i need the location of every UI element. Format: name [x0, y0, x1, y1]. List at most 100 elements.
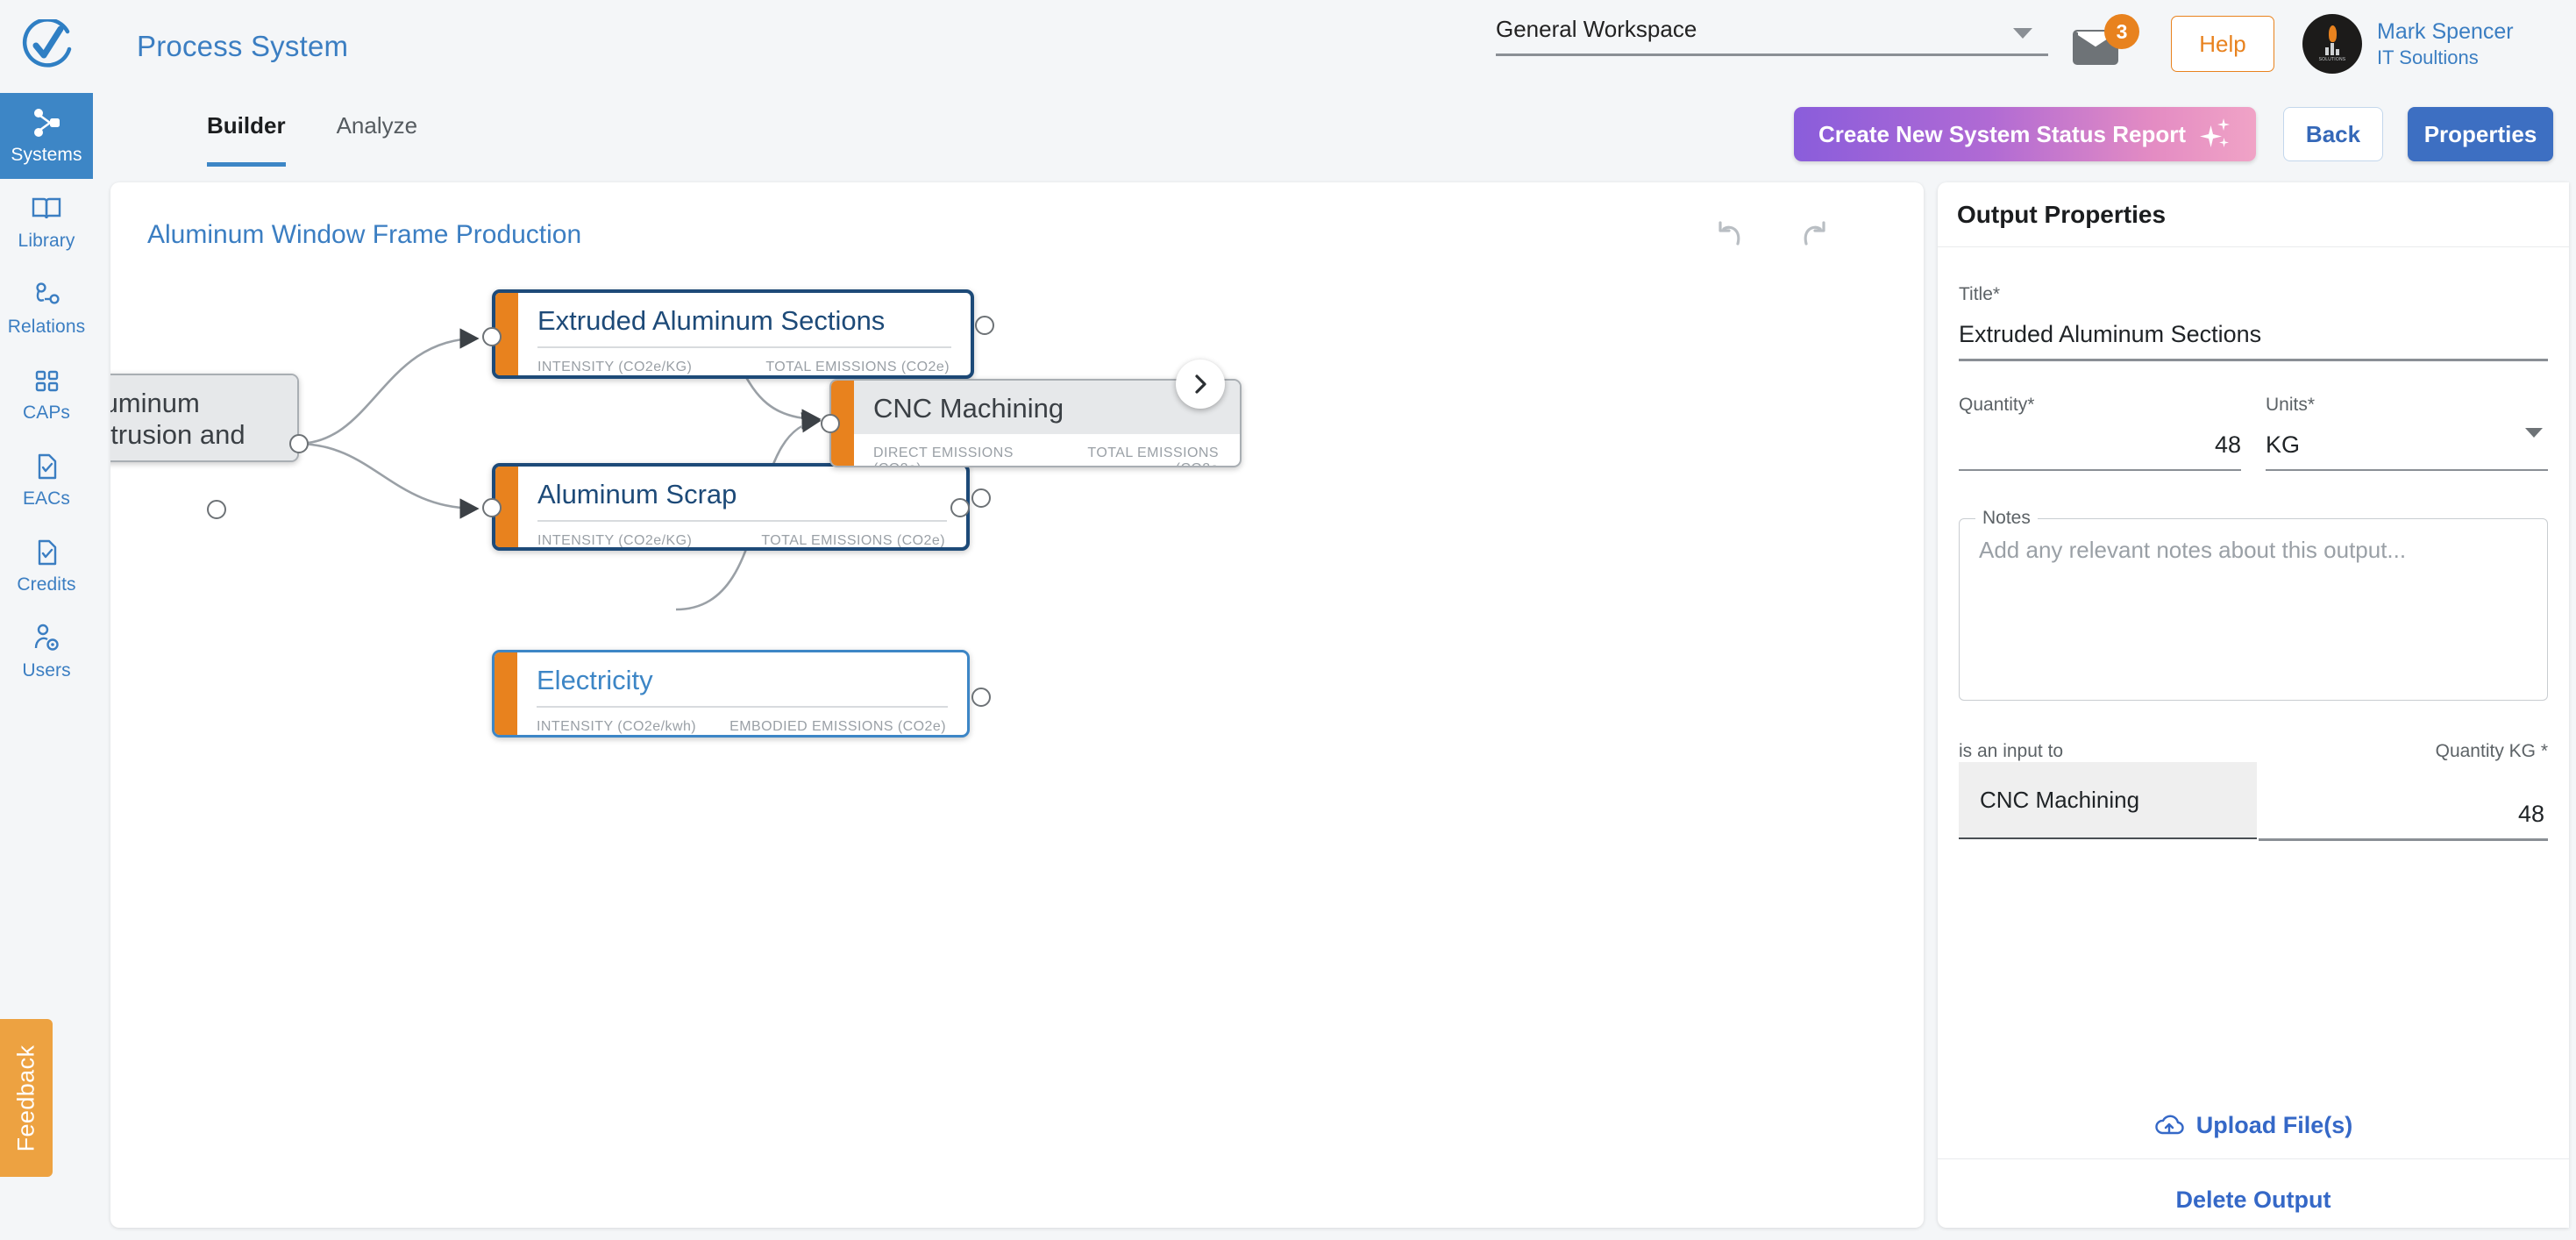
port-cnc-in[interactable] — [821, 414, 840, 433]
sidebar-item-label: EACs — [22, 488, 71, 509]
tab-analyze[interactable]: Analyze — [337, 112, 418, 167]
sidebar-item-systems[interactable]: Systems — [0, 93, 93, 179]
input-to-value[interactable]: CNC Machining — [1959, 762, 2257, 837]
port-scrap-out[interactable] — [971, 488, 991, 508]
create-report-label: Create New System Status Report — [1818, 120, 2187, 147]
title-input-value[interactable]: Extruded Aluminum Sections — [1959, 321, 2262, 347]
node-title: CNC Machining — [854, 381, 1240, 434]
divider — [537, 346, 951, 348]
title-field[interactable]: Title* Extruded Aluminum Sections — [1959, 284, 2548, 361]
quantity-underline — [1959, 468, 2241, 471]
redo-icon[interactable] — [1792, 217, 1832, 253]
user-menu[interactable]: SOLUTIONS Mark Spencer IT Soultions — [2302, 14, 2514, 74]
sidebar-item-users[interactable]: Users — [0, 609, 93, 695]
node-metric-value: 4.51 — [537, 377, 588, 380]
port-cnc-bottom[interactable] — [950, 498, 970, 517]
port-extruded-in[interactable] — [482, 327, 502, 346]
node-title: Aluminum Extrusion and Cu... — [110, 375, 297, 460]
node-title: Aluminum Scrap — [537, 479, 737, 510]
units-field[interactable]: Units* KG — [2266, 394, 2548, 471]
book-icon — [32, 197, 61, 219]
title-underline — [1959, 359, 2548, 361]
sidebar-item-eacs[interactable]: EACs — [0, 437, 93, 523]
quantity-label-text: Quantity — [1959, 394, 2028, 415]
port-electricity-out[interactable] — [971, 688, 991, 707]
upload-label: Upload File(s) — [2195, 1112, 2353, 1138]
avatar: SOLUTIONS — [2302, 14, 2362, 74]
sidebar-item-credits[interactable]: Credits — [0, 523, 93, 609]
panel-header: Output Properties — [1938, 182, 2569, 247]
node-title: Electricity — [537, 665, 653, 695]
port-scrap-in[interactable] — [482, 498, 502, 517]
tab-bar: Builder Analyze — [207, 112, 417, 167]
port-extrusion-bottom[interactable] — [207, 500, 226, 519]
qty-kg-field[interactable]: Quantity KG * 48 — [2259, 741, 2548, 841]
help-button[interactable]: Help — [2171, 16, 2274, 72]
workspace-select[interactable]: General Workspace — [1496, 16, 2048, 56]
sidebar-item-label: Library — [18, 231, 75, 251]
qty-kg-underline — [2259, 838, 2548, 841]
tab-builder[interactable]: Builder — [207, 112, 286, 167]
node-metric-value: 0.0138 — [537, 737, 617, 738]
sidebar-item-caps[interactable]: CAPs — [0, 351, 93, 437]
avatar-caption: SOLUTIONS — [2318, 57, 2346, 62]
edge-extrusion-to-extruded — [296, 328, 480, 445]
tab-label: Builder — [207, 112, 286, 139]
qty-kg-value[interactable]: 48 — [2517, 801, 2544, 827]
node-extruded-aluminum-sections[interactable]: Extruded Aluminum Sections INTENSITY (CO… — [492, 289, 974, 379]
node-cnc-machining[interactable]: CNC Machining DIRECT EMISSIONS (CO2e) 0k… — [829, 379, 1242, 467]
app-logo[interactable] — [0, 0, 93, 93]
app-header: Process System General Workspace 3 Help … — [93, 0, 2576, 93]
panel-body: Title* Extruded Aluminum Sections Quanti… — [1938, 247, 2569, 841]
node-aluminum-extrusion[interactable]: Aluminum Extrusion and Cu... DIRECT EMIS… — [110, 374, 299, 462]
edge-extrusion-to-scrap — [296, 442, 480, 519]
workspace-underline — [1496, 53, 2048, 56]
chevron-down-icon — [2013, 28, 2032, 39]
required-marker: * — [1992, 284, 2001, 304]
delete-output-button[interactable]: Delete Output — [1938, 1173, 2569, 1226]
sidebar-item-library[interactable]: Library — [0, 179, 93, 265]
delete-label: Delete Output — [2175, 1186, 2331, 1213]
title-label: Title* — [1959, 284, 2548, 305]
page-title: Process System — [137, 30, 349, 62]
sidebar-item-label: CAPs — [22, 403, 71, 423]
node-electricity[interactable]: Electricity INTENSITY (CO2e/kwh) 0.0138 … — [492, 650, 970, 738]
upload-files-button[interactable]: Upload File(s) — [1938, 1093, 2569, 1159]
required-marker: * — [2027, 394, 2035, 415]
input-to-field[interactable]: is an input to CNC Machining — [1959, 741, 2257, 841]
sparkles-icon — [2200, 118, 2231, 150]
help-label: Help — [2199, 30, 2246, 57]
chevron-down-icon[interactable] — [2525, 427, 2543, 438]
sidebar-item-label: Systems — [11, 145, 82, 165]
port-extruded-out[interactable] — [975, 316, 994, 335]
divider — [537, 706, 948, 708]
messages-button[interactable]: 3 — [2073, 14, 2139, 74]
quantity-input-value[interactable]: 48 — [2214, 431, 2241, 458]
back-button[interactable]: Back — [2283, 107, 2383, 161]
edge-layer — [296, 324, 822, 611]
quantity-field[interactable]: Quantity* 48 — [1959, 394, 2241, 471]
tab-label: Analyze — [336, 112, 418, 139]
properties-button[interactable]: Properties — [2408, 107, 2553, 161]
next-node-button[interactable] — [1176, 360, 1225, 409]
node-metric-value: 108.26 — [537, 551, 618, 552]
node-metric-label: TOTAL EMISSIONS (CO2e) — [765, 359, 950, 374]
units-label-text: Units — [2266, 394, 2308, 415]
sidebar-item-relations[interactable]: Relations — [0, 265, 93, 351]
notes-field[interactable]: Notes Add any relevant notes about this … — [1959, 508, 2548, 701]
input-to-underline — [1959, 837, 2257, 839]
divider — [537, 520, 947, 522]
port-extrusion-out[interactable] — [289, 434, 309, 453]
node-metric-label: DIRECT EMISSIONS (CO2e) — [873, 445, 1014, 466]
undo-icon[interactable] — [1711, 217, 1752, 253]
mail-badge: 3 — [2104, 14, 2139, 49]
units-select-value[interactable]: KG — [2266, 431, 2301, 458]
node-aluminum-scrap[interactable]: Aluminum Scrap INTENSITY (CO2e/KG) 108.2… — [492, 463, 970, 551]
node-metric-label: INTENSITY (CO2e/KG) — [537, 532, 693, 548]
input-to-label: is an input to — [1959, 741, 2064, 761]
create-report-button[interactable]: Create New System Status Report — [1794, 107, 2257, 161]
sidebar-item-label: Credits — [17, 574, 76, 595]
feedback-tab[interactable]: Feedback — [0, 1019, 53, 1177]
diagram-canvas[interactable]: Aluminum Window Frame Production Alumi — [110, 182, 1924, 1228]
